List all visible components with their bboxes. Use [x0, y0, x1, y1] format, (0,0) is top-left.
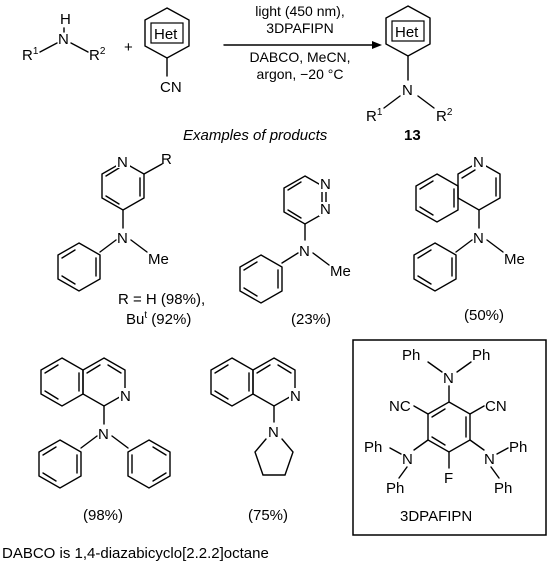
isoq2-amine-n: N	[268, 424, 279, 441]
cat-nc-label: NC	[389, 398, 411, 415]
pyridazine-yield: (23%)	[291, 311, 331, 328]
cat-left-n: N	[402, 451, 413, 468]
quinoline-yield: (50%)	[464, 307, 504, 324]
plus-sign: +	[124, 39, 133, 56]
pyridine-me-label: Me	[148, 251, 169, 268]
isoq2-n-label: N	[290, 388, 301, 405]
amine-reagent: R1 N H R2	[22, 11, 106, 64]
reaction-arrow	[223, 41, 382, 49]
pyridine-r-label: R	[161, 151, 172, 168]
catalyst-box: N Ph Ph NC CN N Ph Ph N Ph Ph F 3DPAFIPN	[352, 339, 547, 536]
isoq1-n-label: N	[120, 388, 131, 405]
amine-n-label: N	[58, 31, 69, 48]
r2-label: R2	[89, 46, 106, 64]
example-isoquinoline-pyrrolidine: N N (75%)	[210, 357, 303, 524]
product-het-label: Het	[395, 24, 419, 41]
cat-left-ph-top: Ph	[364, 439, 382, 456]
cat-left-ph-bottom: Ph	[386, 480, 404, 497]
condition-line-2: 3DPAFIPN	[266, 20, 333, 36]
catalyst-frame	[352, 339, 547, 536]
cat-f-label: F	[444, 470, 453, 487]
example-quinoline: N N Me (50%)	[413, 154, 525, 324]
quinoline-amine-n: N	[473, 230, 484, 247]
cn-label: CN	[160, 79, 182, 96]
cat-name: 3DPAFIPN	[400, 508, 472, 525]
isoq1-yield: (98%)	[83, 507, 123, 524]
condition-line-4: argon, −20 °C	[257, 66, 344, 82]
cat-top-ph-right: Ph	[472, 347, 490, 364]
pyridine-n-label: N	[117, 154, 128, 171]
cat-right-n: N	[484, 451, 495, 468]
cat-right-ph-top: Ph	[509, 439, 527, 456]
product-n-label: N	[402, 82, 413, 99]
het-label: Het	[154, 26, 178, 43]
het-nitrile-reagent: Het CN	[144, 7, 190, 96]
example-pyridazine: N N N Me (23%)	[239, 175, 351, 328]
cat-top-ph-left: Ph	[402, 347, 420, 364]
cat-top-n: N	[443, 370, 454, 387]
condition-line-1: light (450 nm),	[255, 3, 344, 19]
pyridazine-n2: N	[320, 201, 331, 218]
isoq1-amine-n: N	[98, 426, 109, 443]
examples-heading: Examples of products	[183, 127, 328, 144]
cat-cn-label: CN	[485, 398, 507, 415]
quinoline-me-label: Me	[504, 251, 525, 268]
pyridine-yield-2: But (92%)	[126, 310, 191, 328]
footnote: DABCO is 1,4-diazabicyclo[2.2.2]octane	[2, 545, 269, 562]
example-pyridine: N R N Me R = H (98%), But (92%)	[57, 151, 205, 328]
example-isoquinoline-diphenyl: N N (98%)	[38, 357, 171, 524]
pyridine-amine-n: N	[117, 230, 128, 247]
quinoline-n-label: N	[473, 154, 484, 171]
product-r2-label: R2	[436, 107, 453, 125]
r1-label: R1	[22, 46, 39, 64]
compound-number: 13	[404, 127, 421, 144]
pyridazine-amine-n: N	[299, 243, 310, 260]
pyridazine-n1: N	[320, 176, 331, 193]
amine-h-label: H	[60, 11, 71, 28]
product-13: Het N R1 R2 13	[366, 5, 453, 144]
pyridine-yield-1: R = H (98%),	[118, 291, 205, 308]
isoq2-yield: (75%)	[248, 507, 288, 524]
condition-line-3: DABCO, MeCN,	[249, 49, 350, 65]
product-r1-label: R1	[366, 107, 383, 125]
pyridazine-me-label: Me	[330, 263, 351, 280]
cat-right-ph-bottom: Ph	[494, 480, 512, 497]
